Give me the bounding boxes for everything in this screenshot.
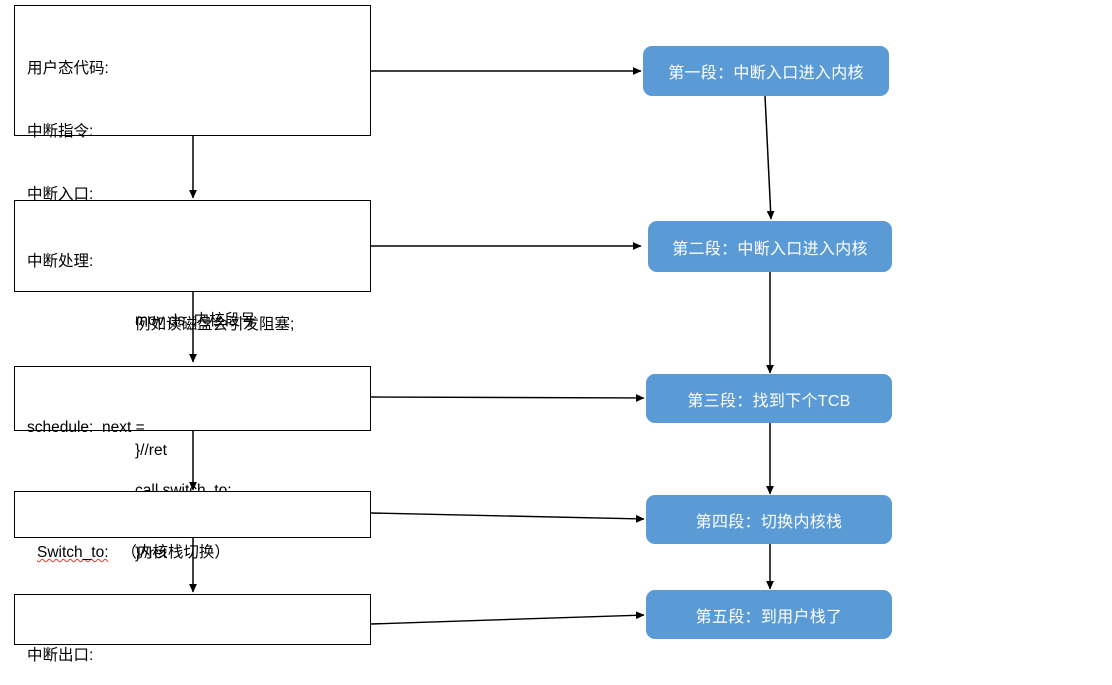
code-box-interrupt-handler: 中断处理: 例如读磁盘会引发阻塞; schedule(); }//ret bbox=[14, 200, 371, 459]
arrow-stage1-to-stage2 bbox=[764, 95, 775, 220]
stage-label: 第四段：切换内核栈 bbox=[695, 513, 843, 531]
code-to-stage-arrows bbox=[370, 67, 645, 625]
code-line: 例如读磁盘会引发阻塞; bbox=[135, 316, 295, 333]
code-line: }//ret bbox=[135, 545, 167, 562]
code-line: 中断处理: bbox=[27, 253, 94, 270]
stage-label: 第五段：到用户栈了 bbox=[695, 608, 843, 626]
stage-label: 第三段：找到下个TCB bbox=[687, 392, 851, 410]
code-box-schedule: schedule: next = call switch_to; }//ret bbox=[14, 366, 371, 562]
stage-box-5: 第五段：到用户栈了 bbox=[646, 590, 892, 639]
code-box-interrupt-exit: 中断出口: }//iret bbox=[14, 594, 371, 664]
code-line: 中断入口: bbox=[27, 186, 94, 203]
code-line: 用户态代码: bbox=[27, 60, 109, 77]
arrow-switch-to-stage4 bbox=[370, 512, 645, 523]
stage-box-2: 第二段：中断入口进入内核 bbox=[648, 221, 892, 272]
code-line: mov ds 内核段号 bbox=[135, 312, 256, 329]
arrow-schedule-to-stage3 bbox=[370, 394, 645, 402]
code-line: 中断出口: bbox=[27, 647, 94, 664]
code-line: }//ret bbox=[135, 442, 167, 459]
stage-box-3: 第三段：找到下个TCB bbox=[646, 374, 892, 423]
stage-box-1: 第一段：中断入口进入内核 bbox=[643, 46, 889, 96]
code-box-user-code: 用户态代码: 中断指令: 中断入口: push ds …….. mov ds 内… bbox=[14, 5, 371, 392]
arrow-exit-to-stage5 bbox=[370, 611, 645, 625]
code-line: 中断指令: bbox=[27, 123, 94, 140]
code-line: schedule: next = bbox=[27, 419, 145, 436]
stage-box-4: 第四段：切换内核栈 bbox=[646, 495, 892, 544]
stage-label: 第一段：中断入口进入内核 bbox=[668, 65, 864, 82]
code-line: Switch_to: （内核栈切换） bbox=[37, 544, 230, 561]
misspelled-token: Switch_to: bbox=[37, 544, 109, 561]
code-box-switch-to: Switch_to: （内核栈切换） }//ret bbox=[14, 491, 371, 624]
stage-label: 第二段：中断入口进入内核 bbox=[672, 240, 868, 258]
